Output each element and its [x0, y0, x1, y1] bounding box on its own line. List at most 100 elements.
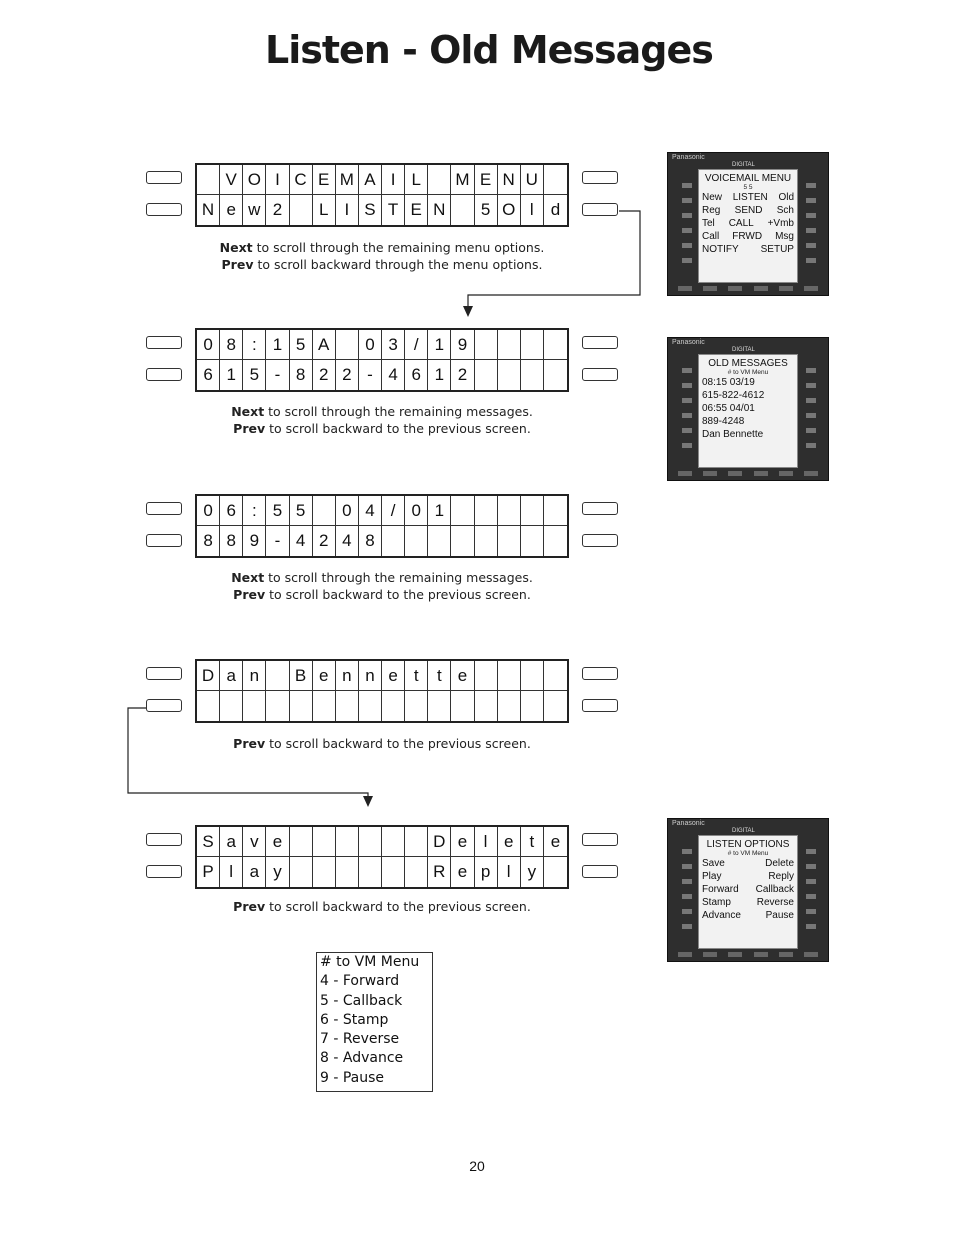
right-soft-key[interactable]	[582, 171, 618, 184]
phone-bottom-button	[677, 471, 692, 476]
right-soft-key[interactable]	[582, 534, 618, 547]
lcd-char	[520, 496, 544, 526]
lcd-char: l	[521, 195, 544, 225]
left-soft-key[interactable]	[146, 667, 182, 680]
instruction-text: to scroll through the remaining messages…	[264, 570, 533, 585]
phone-screen-text: Pause	[765, 910, 794, 921]
lcd-char: B	[289, 661, 313, 691]
phone-bottom-button	[804, 286, 819, 291]
phone-right-button	[806, 443, 816, 448]
left-soft-key[interactable]	[146, 833, 182, 846]
lcd-char: 0	[197, 496, 221, 526]
right-soft-key[interactable]	[582, 667, 618, 680]
lcd-char: a	[243, 857, 267, 887]
lcd-char: C	[289, 165, 313, 195]
left-soft-key[interactable]	[146, 368, 182, 381]
lcd-char: R	[428, 857, 452, 887]
lcd-char	[359, 691, 382, 721]
lcd-char: V	[220, 165, 244, 195]
phone-left-button	[682, 258, 692, 263]
phone-left-button	[682, 864, 692, 869]
lcd-char: L	[405, 165, 429, 195]
lcd-char: M	[451, 165, 475, 195]
lcd-char	[313, 691, 336, 721]
phone-bottom-button	[677, 952, 692, 957]
phone-screen-text: NOTIFY	[702, 244, 739, 255]
left-soft-key[interactable]	[146, 699, 182, 712]
left-soft-key[interactable]	[146, 203, 182, 216]
lcd-char: e	[497, 827, 521, 857]
phone-screen-text: Play	[702, 871, 722, 882]
lcd-char: I	[336, 195, 359, 225]
lcd-char	[521, 360, 544, 390]
phone-screen-text: 889-4248	[702, 416, 745, 427]
lcd-char	[498, 691, 521, 721]
phone-left-button	[682, 443, 692, 448]
phone-bottom-buttons	[672, 471, 824, 477]
phone-right-button	[806, 894, 816, 899]
lcd-char: 1	[428, 496, 452, 526]
lcd-char: U	[520, 165, 544, 195]
lcd-char: 1	[428, 360, 452, 390]
right-soft-key[interactable]	[582, 336, 618, 349]
key-name: Prev	[233, 899, 266, 914]
key-name: Prev	[233, 736, 266, 751]
lcd-char	[335, 330, 359, 360]
lcd-char: E	[405, 195, 429, 225]
phone-left-button	[682, 228, 692, 233]
lcd-char: 5	[289, 496, 313, 526]
lcd-char: p	[475, 857, 498, 887]
page-title: Listen - Old Messages	[265, 28, 714, 72]
lcd-char: w	[243, 195, 267, 225]
left-soft-key[interactable]	[146, 336, 182, 349]
instruction-text: to scroll backward to the previous scree…	[265, 421, 531, 436]
phone-screen-text: FRWD	[732, 231, 763, 242]
lcd-char: I	[266, 165, 290, 195]
lcd-char: 1	[220, 360, 244, 390]
lcd-char	[451, 195, 475, 225]
left-soft-key[interactable]	[146, 502, 182, 515]
lcd-char	[475, 526, 498, 556]
phone-screen-text: Sch	[776, 205, 794, 216]
lcd-char: 9	[451, 330, 475, 360]
lcd-char	[543, 496, 567, 526]
phone-screen-text: Tel	[702, 218, 715, 229]
phone-screen-line: 889-4248	[702, 415, 794, 428]
phone-right-button	[806, 258, 816, 263]
phone-left-button	[682, 894, 692, 899]
phone-bottom-button	[702, 471, 717, 476]
phone-bottom-button	[702, 286, 717, 291]
lcd-char	[475, 360, 498, 390]
instruction-text: to scroll backward through the menu opti…	[253, 257, 543, 272]
right-soft-key[interactable]	[582, 203, 618, 216]
right-soft-key[interactable]	[582, 699, 618, 712]
lcd-char	[382, 691, 406, 721]
lcd-char	[474, 330, 498, 360]
lcd-char: 2	[451, 360, 475, 390]
left-soft-key[interactable]	[146, 865, 182, 878]
phone-right-button	[806, 383, 816, 388]
lcd-char: 5	[475, 195, 498, 225]
lcd-char: N	[428, 195, 452, 225]
right-soft-key[interactable]	[582, 865, 618, 878]
phone-screen-text: 06:55 04/01	[702, 403, 755, 414]
lcd-char	[544, 857, 567, 887]
left-soft-key[interactable]	[146, 534, 182, 547]
lcd-char	[266, 691, 290, 721]
instruction-note: Next to scroll through the remaining men…	[195, 239, 569, 273]
right-soft-key[interactable]	[582, 502, 618, 515]
phone-screen-text: Reg	[702, 205, 721, 216]
phone-bottom-button	[753, 952, 768, 957]
phone-right-button	[806, 183, 816, 188]
phone-left-button	[682, 428, 692, 433]
phone-right-button	[806, 198, 816, 203]
right-soft-key[interactable]	[582, 368, 618, 381]
lcd-char: a	[220, 661, 244, 691]
left-soft-key[interactable]	[146, 171, 182, 184]
right-soft-key[interactable]	[582, 833, 618, 846]
lcd-char	[475, 691, 498, 721]
lcd-char	[289, 827, 313, 857]
